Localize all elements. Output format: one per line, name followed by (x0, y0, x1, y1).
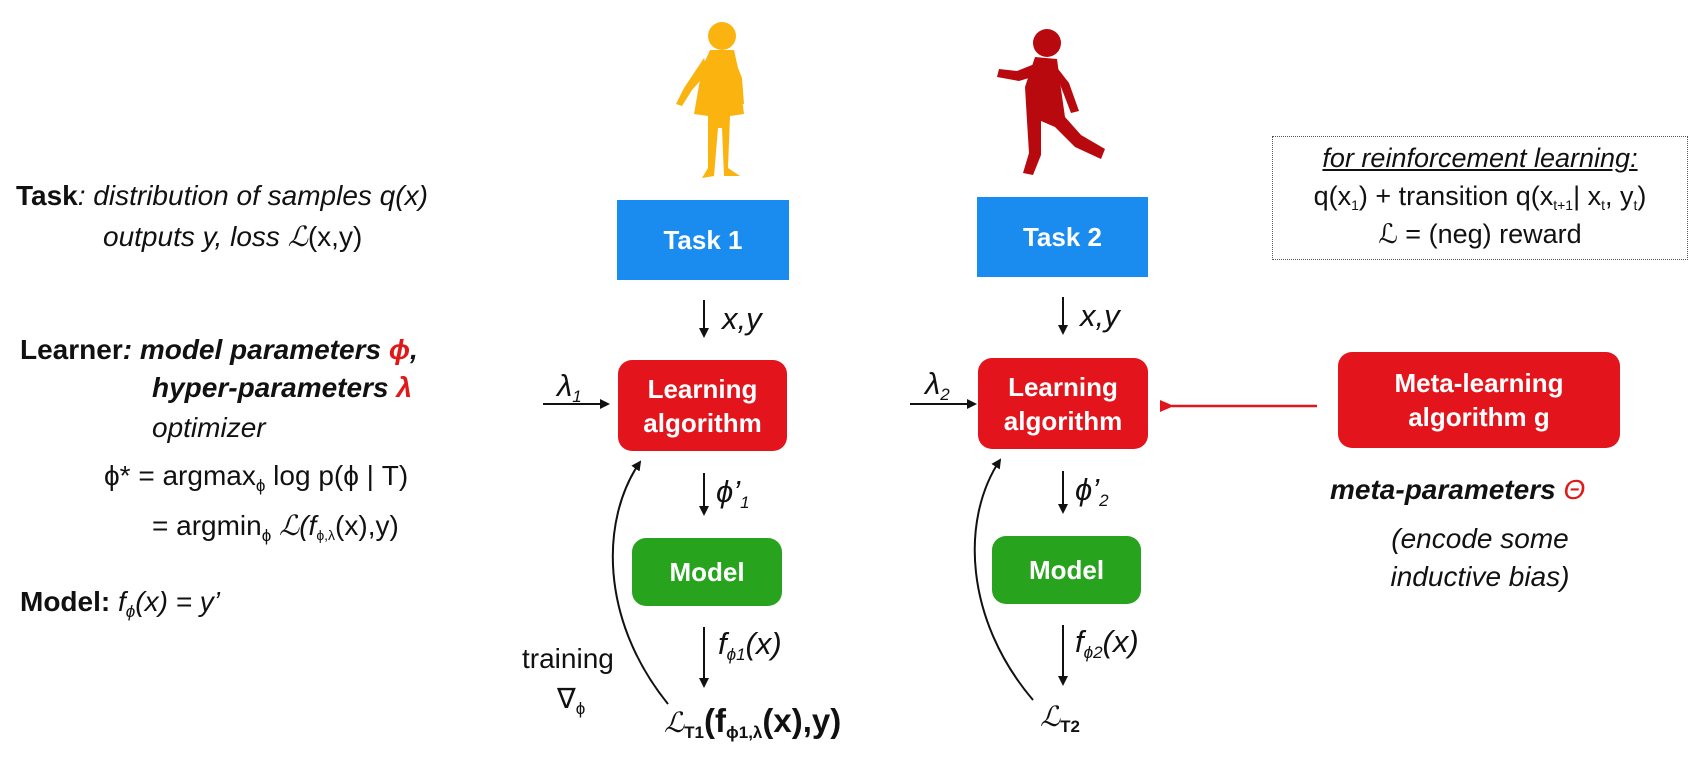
meta-parameters-label: meta-parameters Θ (1330, 474, 1586, 505)
lambda-1-label: λ1 (557, 368, 582, 406)
task-definition: Task: distribution of samples q(x) (16, 180, 428, 212)
rl-title: for reinforcement learning: (1322, 143, 1638, 173)
running-figure-icon (997, 29, 1105, 175)
learner-hyperparams: hyper-parameters λ (152, 372, 412, 403)
reinforcement-learning-note: for reinforcement learning: q(x1) + tran… (1272, 136, 1688, 260)
learner-optimizer: optimizer (152, 412, 266, 443)
child-figure-icon (676, 22, 744, 178)
arrow-training-feedback-1 (611, 460, 669, 705)
model-2-box: Model (992, 536, 1141, 604)
inductive-bias-note: (encode some inductive bias) (1390, 523, 1570, 592)
model-1-box: Model (632, 538, 782, 606)
learner-label: Learner (20, 334, 123, 365)
phi-prime-1-label: ϕ’1 (716, 474, 750, 512)
phi-prime-2-label: ϕ’2 (1075, 472, 1109, 510)
f-phi1-label: fϕ1(x) (718, 626, 782, 664)
model-label: Model: (20, 586, 111, 617)
learner-definition: Learner: model parameters ϕ, (20, 334, 418, 365)
rl-reward: ℒ = (neg) reward (1378, 219, 1582, 249)
lambda-symbol: λ (396, 372, 412, 403)
training-label: training (522, 643, 614, 674)
loss-t1-label: ℒT1(fϕ1,λ(x),y) (664, 702, 842, 742)
lambda-2-label: λ2 (925, 366, 950, 404)
phi-symbol: ϕ (388, 334, 411, 365)
task-line1: : distribution of samples q(x) (77, 180, 428, 211)
xy-label-2: x,y (1080, 298, 1120, 333)
loss-t2-label: ℒT2 (1040, 701, 1081, 736)
task-1-box: Task 1 (617, 200, 789, 280)
learning-algorithm-2-box: Learning algorithm (978, 358, 1148, 449)
theta-symbol: Θ (1563, 474, 1586, 505)
task-2-box: Task 2 (977, 197, 1148, 277)
task-definition-line2: outputs y, loss ℒ(x,y) (103, 221, 363, 252)
arrow-training-feedback-2 (973, 458, 1034, 701)
model-definition: Model: fϕ(x) = y’ (20, 586, 221, 621)
meta-learning-algorithm-box: Meta-learning algorithm g (1338, 352, 1620, 448)
xy-label-1: x,y (722, 301, 762, 336)
nabla-phi-label: ∇ϕ (557, 683, 586, 718)
learning-algorithm-1-box: Learning algorithm (618, 360, 787, 451)
rl-transition: q(x1) + transition q(xt+1| xt, yt) (1313, 181, 1647, 213)
f-phi2-label: fϕ2(x) (1075, 624, 1139, 662)
task-label: Task (16, 180, 78, 211)
phi-equation-2: = argminϕ ℒ(fϕ,λ(x),y) (152, 510, 399, 545)
phi-equation-1: ϕ* = argmaxϕ log p(ϕ | T) (104, 460, 409, 495)
